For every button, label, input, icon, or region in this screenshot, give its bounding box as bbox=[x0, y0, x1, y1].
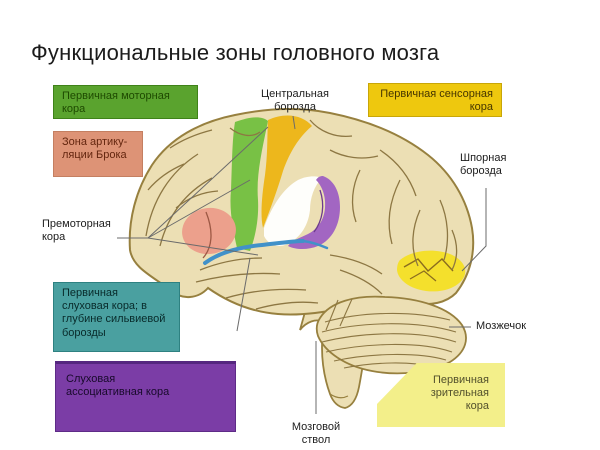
legend-text-line: Первичная сенсорная bbox=[380, 88, 493, 100]
legend-text-line: кора bbox=[469, 101, 493, 114]
premotor-fan-line-3 bbox=[147, 237, 259, 256]
label-text-line: кора bbox=[42, 231, 66, 244]
legend-text-line: Первичная bbox=[432, 374, 489, 386]
legend-text-line: зрительная bbox=[430, 387, 489, 400]
label-calcarine-sulcus: Шпорная борозда bbox=[460, 152, 530, 179]
legend-text-line: Первичная bbox=[62, 287, 119, 299]
brain-fold-lines bbox=[145, 119, 458, 310]
calcarine-leader bbox=[461, 188, 487, 272]
leader-lines bbox=[117, 115, 487, 414]
legend-text-line: ляции Брока bbox=[62, 149, 127, 162]
parietal-white-area bbox=[264, 176, 322, 246]
legend-primary-auditory-cortex: Первичная слуховая кора; в глубине сильв… bbox=[53, 282, 180, 352]
label-text-line: борозда bbox=[274, 101, 316, 114]
legend-text-line: Слуховая bbox=[66, 373, 116, 385]
motor-zone-green bbox=[230, 117, 268, 252]
legend-text-line: Зона артику- bbox=[62, 136, 128, 148]
legend-text-line: кора bbox=[465, 400, 489, 413]
premotor-fan-line-1 bbox=[147, 126, 269, 239]
label-text-line: борозда bbox=[460, 165, 502, 178]
label-brainstem: Мозговой ствол bbox=[285, 421, 347, 448]
legend-text-line: ассоциативная кора bbox=[66, 386, 170, 399]
label-text-line: Мозговой bbox=[291, 421, 341, 433]
page-title: Функциональные зоны головного мозга bbox=[31, 40, 440, 65]
broca-zone-pink bbox=[182, 207, 236, 259]
central-sulcus-leader bbox=[292, 115, 296, 130]
sensory-zone-orange bbox=[261, 115, 312, 228]
label-text-line: Шпорная bbox=[460, 152, 507, 164]
legend-primary-motor-cortex: Первичная моторная кора bbox=[53, 85, 198, 119]
legend-primary-sensory-cortex: Первичная сенсорная кора bbox=[368, 83, 502, 117]
legend-text-line: борозды bbox=[62, 326, 106, 339]
auditory-zone-fold bbox=[313, 189, 324, 233]
legend-auditory-associative-cortex: Слуховая ассоциативная кора bbox=[55, 361, 236, 432]
auditory-zone-purple bbox=[288, 176, 340, 249]
auditory-leader bbox=[236, 257, 251, 332]
label-text-line: Мозжечок bbox=[476, 320, 527, 332]
premotor-fan-line-2 bbox=[147, 179, 251, 239]
legend-broca-zone: Зона артику- ляции Брока bbox=[53, 131, 143, 177]
visual-zone-patch bbox=[397, 250, 466, 292]
label-text-line: ствол bbox=[301, 434, 331, 447]
sylvian-fissure-line bbox=[203, 239, 329, 265]
legend-text-line: глубине сильвиевой bbox=[62, 313, 166, 326]
legend-text-line: Первичная моторная bbox=[62, 90, 170, 102]
label-text-line: Центральная bbox=[261, 88, 329, 100]
label-text-line: Премоторная bbox=[42, 218, 111, 230]
label-central-sulcus: Центральная борозда bbox=[253, 88, 337, 115]
label-premotor-cortex: Премоторная кора bbox=[42, 218, 132, 245]
legend-text-line: кора bbox=[62, 103, 86, 116]
label-cerebellum: Мозжечок bbox=[476, 320, 546, 333]
legend-text-line: слуховая кора; в bbox=[62, 300, 148, 313]
